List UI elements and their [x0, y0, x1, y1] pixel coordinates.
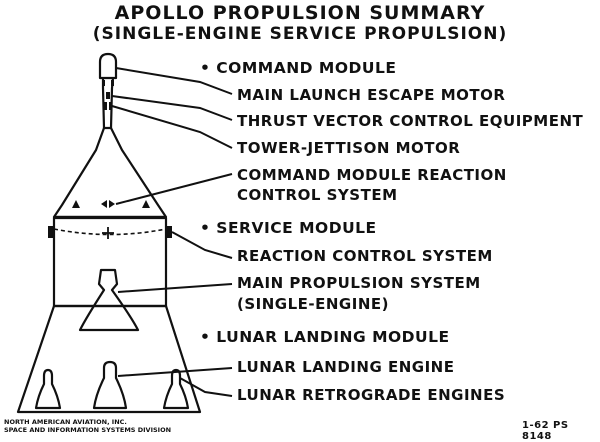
footer-company-line1: NORTH AMERICAN AVIATION, INC. — [4, 418, 127, 426]
label-cm-reaction-control-1: COMMAND MODULE REACTION — [237, 166, 507, 184]
leader-tower-jettison — [111, 105, 233, 149]
leader-sm-rcs — [171, 231, 233, 259]
label-command-module: • COMMAND MODULE — [200, 59, 397, 77]
footer-code: 1-62 PS 8148 — [522, 420, 569, 442]
label-main-propulsion-2: (SINGLE-ENGINE) — [237, 295, 389, 313]
escape-tower-shaft — [101, 77, 115, 130]
tower-nozzle-2 — [111, 80, 114, 86]
label-reaction-control-system: REACTION CONTROL SYSTEM — [237, 247, 493, 265]
cm-rcs-bowtie — [101, 200, 115, 208]
label-tower-jettison-motor: TOWER-JETTISON MOTOR — [237, 139, 461, 157]
escape-tower-nose — [98, 52, 118, 80]
leader-cm-rcs — [115, 173, 233, 205]
leader-retrograde-engines — [179, 377, 233, 397]
retro-engine-right — [162, 368, 190, 410]
landing-engine-center — [92, 360, 128, 410]
leader-landing-engine — [117, 367, 233, 377]
label-lunar-landing-engine: LUNAR LANDING ENGINE — [237, 358, 455, 376]
leader-main-propulsion — [117, 283, 233, 293]
main-engine-bell — [78, 268, 140, 332]
leader-main-launch-escape — [115, 67, 233, 95]
footer-company: NORTH AMERICAN AVIATION, INC. SPACE AND … — [4, 418, 171, 434]
tower-nozzle-1 — [102, 80, 105, 86]
tower-jettison-block-2 — [109, 102, 112, 110]
label-cm-reaction-control-2: CONTROL SYSTEM — [237, 186, 398, 204]
retro-engine-left — [34, 368, 62, 410]
diagram-title: APOLLO PROPULSION SUMMARY — [114, 2, 486, 24]
tower-jettison-block-1 — [104, 102, 107, 110]
cm-rcs-mark-right — [142, 200, 150, 208]
sm-rcs-quad-left — [48, 226, 55, 238]
footer-company-line2: SPACE AND INFORMATION SYSTEMS DIVISION — [4, 426, 172, 434]
leader-thrust-vector — [111, 95, 233, 121]
diagram-subtitle: (SINGLE-ENGINE SERVICE PROPULSION) — [92, 24, 508, 44]
label-thrust-vector-control: THRUST VECTOR CONTROL EQUIPMENT — [237, 112, 584, 130]
label-service-module: • SERVICE MODULE — [200, 219, 377, 237]
label-lunar-landing-module: • LUNAR LANDING MODULE — [200, 328, 450, 346]
tvc-block — [106, 92, 110, 99]
sm-rcs-quad-right — [165, 226, 172, 238]
cm-rcs-mark-left — [72, 200, 80, 208]
lunar-module-body — [16, 305, 202, 414]
interface-dashed-line — [53, 228, 167, 236]
label-lunar-retrograde-engines: LUNAR RETROGRADE ENGINES — [237, 386, 506, 404]
label-main-propulsion-1: MAIN PROPULSION SYSTEM — [237, 274, 481, 292]
label-main-launch-escape-motor: MAIN LAUNCH ESCAPE MOTOR — [237, 86, 506, 104]
